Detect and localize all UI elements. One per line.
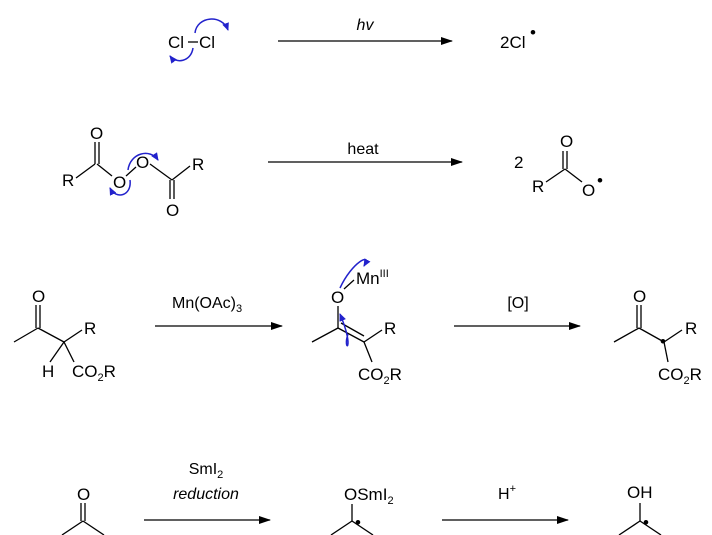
bond bbox=[639, 520, 662, 535]
product-coefficient: 2 bbox=[514, 153, 523, 172]
ketone-oxygen: O bbox=[633, 287, 646, 306]
hydroxyl-group: OH bbox=[627, 483, 653, 502]
bond bbox=[63, 341, 75, 363]
curly-arrow-right-icon bbox=[194, 18, 229, 34]
bond bbox=[82, 520, 105, 535]
bond bbox=[351, 520, 374, 535]
chlorine-atom-left: Cl bbox=[168, 33, 184, 52]
r-group-left: R bbox=[62, 171, 74, 190]
bond bbox=[363, 329, 383, 343]
row4-intermediate-ketyl: OSmI2 • bbox=[330, 485, 394, 535]
curly-arrow-down-icon bbox=[109, 179, 131, 196]
bond bbox=[75, 163, 96, 179]
bond bbox=[618, 520, 641, 535]
r-group: R bbox=[84, 319, 96, 338]
r-group: R bbox=[685, 319, 697, 338]
bond bbox=[663, 329, 683, 343]
radical-dot: • bbox=[660, 332, 666, 351]
r-group: R bbox=[532, 177, 544, 196]
bond bbox=[663, 341, 669, 363]
bond bbox=[337, 327, 365, 343]
ketone-oxygen: O bbox=[77, 485, 90, 504]
row3-reactant-keto-ester: O R H CO2R bbox=[13, 287, 116, 384]
row4-reaction: O SmI2 reduction OSmI2 • H+ OH • bbox=[61, 461, 662, 535]
row4-condition-reduction: reduction bbox=[173, 486, 239, 503]
bridge-oxygen-1: O bbox=[113, 173, 126, 192]
product-coefficient: 2Cl bbox=[500, 33, 526, 52]
radical-dot: • bbox=[530, 23, 536, 42]
row4-product-alcohol-radical: OH • bbox=[618, 483, 662, 535]
row4-condition-acid: H+ bbox=[498, 483, 516, 503]
row1-condition-hv: hv bbox=[357, 17, 375, 34]
bond bbox=[311, 327, 339, 343]
row3-product-radical: O • R CO2R bbox=[613, 287, 702, 387]
o-o-bond bbox=[125, 166, 137, 177]
bond bbox=[13, 327, 39, 343]
r-group: R bbox=[384, 319, 396, 338]
enolate-oxygen: O bbox=[331, 288, 344, 307]
samarium-alkoxide: OSmI2 bbox=[344, 485, 394, 507]
o-mn-bond bbox=[343, 279, 355, 290]
curly-arrow-mn-icon bbox=[339, 258, 371, 289]
chlorine-atom-right: Cl bbox=[199, 33, 215, 52]
bond bbox=[149, 163, 173, 181]
curly-arrow-up-icon bbox=[127, 152, 159, 171]
row3-intermediate-mn-enolate: O MnIII R CO2R bbox=[311, 258, 402, 387]
ester-group: CO2R bbox=[358, 365, 402, 387]
row1-reactant-chlorine: Cl Cl bbox=[168, 18, 229, 64]
row2-reactant-diacyl-peroxide: R O O O R O bbox=[62, 124, 204, 220]
row2-product-acyloxy-radical: 2 R O O • bbox=[514, 132, 603, 200]
ester-group: CO2R bbox=[658, 365, 702, 387]
r-group-right: R bbox=[192, 155, 204, 174]
bond bbox=[49, 341, 65, 363]
row3-condition-mn-oac3: Mn(OAc)3 bbox=[172, 295, 242, 315]
row3-reaction: O R H CO2R Mn(OAc)3 O MnIII R CO2R bbox=[13, 258, 702, 387]
bond bbox=[638, 327, 665, 343]
bond bbox=[61, 520, 84, 535]
ester-group: CO2R bbox=[72, 362, 116, 384]
carbonyl-oxygen: O bbox=[560, 132, 573, 151]
bond bbox=[545, 168, 566, 183]
row2-condition-heat: heat bbox=[347, 141, 379, 158]
curly-arrow-enol-icon bbox=[339, 313, 349, 347]
bond bbox=[171, 165, 191, 181]
bond bbox=[37, 327, 65, 343]
bond bbox=[613, 327, 640, 343]
bond bbox=[96, 163, 113, 177]
radical-oxygen: O bbox=[582, 181, 595, 200]
carbonyl-oxygen-left: O bbox=[90, 124, 103, 143]
row1-product-chlorine-radical: 2Cl • bbox=[500, 23, 536, 52]
carbonyl-oxygen-right: O bbox=[166, 201, 179, 220]
radical-dot: • bbox=[355, 513, 361, 532]
radical-dot: • bbox=[643, 513, 649, 532]
bond bbox=[330, 520, 353, 535]
row1-reaction: Cl Cl hv 2Cl • bbox=[168, 17, 536, 64]
row4-condition-smi2: SmI2 bbox=[189, 461, 224, 481]
row3-condition-oxidant: [O] bbox=[507, 295, 528, 312]
bond bbox=[63, 329, 83, 343]
bridge-oxygen-2: O bbox=[136, 153, 149, 172]
alpha-hydrogen: H bbox=[42, 362, 54, 381]
bond bbox=[564, 168, 583, 183]
row4-reactant-ketone: O bbox=[61, 485, 105, 535]
bond bbox=[363, 341, 373, 363]
row2-reaction: R O O O R O heat 2 R O bbox=[62, 124, 603, 220]
manganese: MnIII bbox=[356, 268, 389, 288]
curly-arrow-left-icon bbox=[169, 47, 194, 64]
ketone-oxygen: O bbox=[32, 287, 45, 306]
radical-dot: • bbox=[597, 171, 603, 190]
